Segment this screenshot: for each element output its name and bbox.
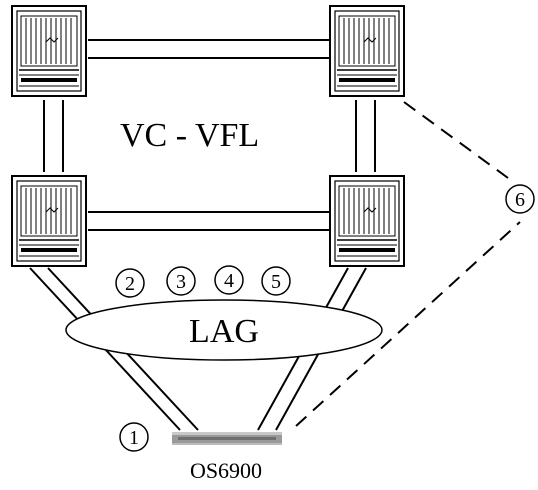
svg-text:4: 4 [224, 270, 234, 292]
svg-text:1: 1 [129, 427, 139, 449]
marker-4: 4 [215, 266, 243, 294]
svg-text:6: 6 [515, 189, 525, 211]
lag-label: LAG [189, 313, 259, 350]
chassis-bottom-right [330, 176, 404, 266]
vfl-link-top [88, 40, 334, 58]
marker-5: 5 [262, 267, 290, 295]
marker-2: 2 [116, 269, 144, 297]
vfl-link-bottom [88, 212, 334, 230]
svg-text:2: 2 [125, 273, 135, 295]
marker-6: 6 [506, 185, 534, 213]
marker-1: 1 [120, 423, 148, 451]
svg-text:3: 3 [176, 271, 186, 293]
chassis-top-left [12, 6, 86, 96]
vfl-label: VC - VFL [120, 117, 259, 154]
dashed-link-upper [404, 102, 508, 178]
marker-3: 3 [167, 267, 195, 295]
switch-name-label: OS6900 [190, 458, 262, 483]
vfl-link-left [44, 100, 63, 172]
svg-text:5: 5 [271, 271, 281, 293]
chassis-bottom-left [12, 176, 86, 266]
vfl-link-right [356, 100, 375, 172]
chassis-top-right [330, 6, 404, 96]
os6900-switch [172, 432, 282, 445]
